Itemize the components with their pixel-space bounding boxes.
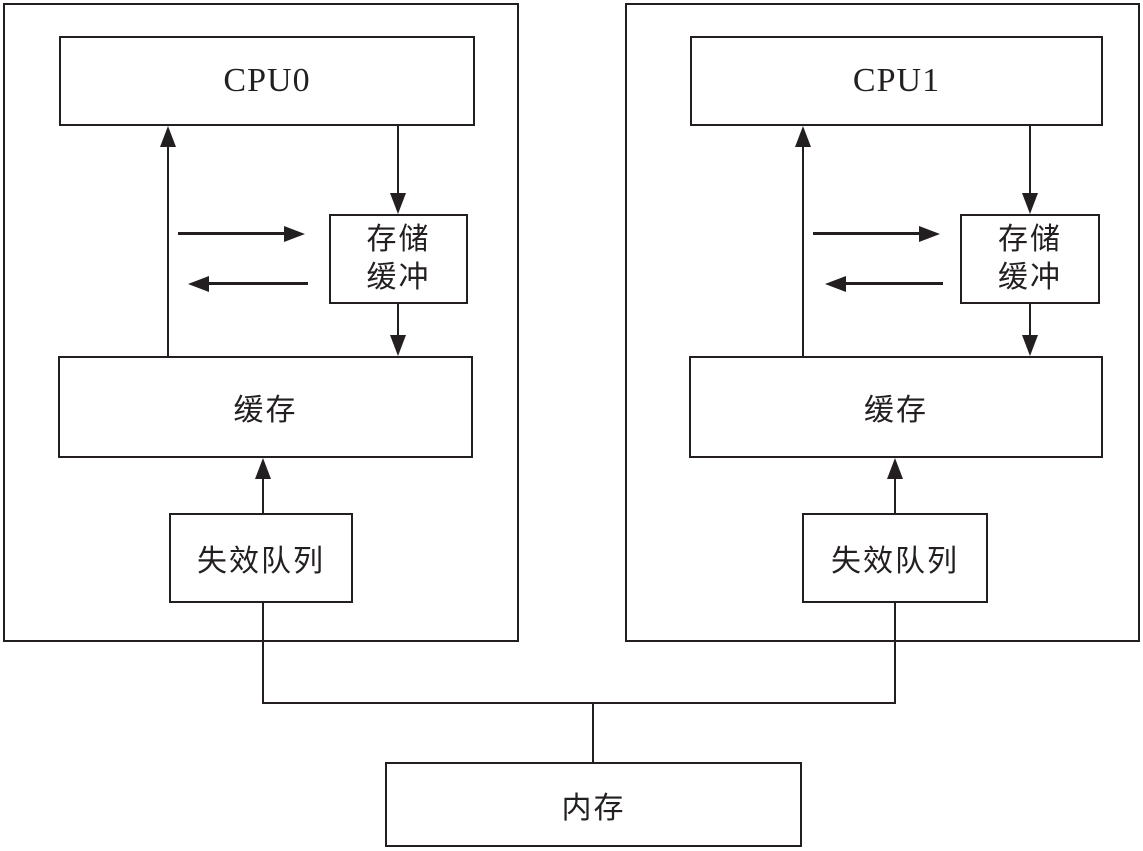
arrow-cache0-to-cpu0-shaft [167,145,169,356]
arrow-to-storebuffer1-head-icon [919,225,940,242]
arrow-storebuffer1-to-cache1-head-icon [1022,335,1038,356]
arrow-invqueue0-to-cache0-shaft [262,477,264,513]
arrow-from-storebuffer1-shaft [845,282,943,285]
arrow-to-storebuffer0-head-icon [284,225,305,242]
bus-line-left [262,603,264,704]
memory-box: 内存 [385,762,802,847]
arrow-to-storebuffer1-shaft [813,232,920,235]
arrow-invqueue1-to-cache1-head-icon [887,458,903,479]
arrow-cache1-to-cpu1-head-icon [795,126,811,147]
cpu0-box: CPU0 [59,36,475,126]
store-buffer0-label-line2: 缓冲 [366,261,431,294]
arrow-from-storebuffer0-shaft [208,282,308,285]
cache1-label: 缓存 [864,394,928,427]
arrow-cache1-to-cpu1-shaft [802,145,804,356]
cache0-box: 缓存 [58,356,473,458]
arrow-storebuffer0-to-cache0-head-icon [390,335,406,356]
arrow-invqueue1-to-cache1-shaft [894,477,896,513]
bus-line-horizontal [262,702,896,704]
arrow-storebuffer0-to-cache0-shaft [397,304,399,338]
arrow-cpu1-to-storebuffer1-shaft [1029,126,1031,198]
arrow-storebuffer1-to-cache1-shaft [1029,304,1031,338]
arrow-cpu1-to-storebuffer1-head-icon [1022,193,1038,214]
bus-line-right [894,603,896,704]
cache0-label: 缓存 [233,394,298,427]
cpu1-label: CPU1 [852,62,941,99]
store-buffer0-label: 存储 缓冲 [367,221,431,297]
invalidate-queue0-label: 失效队列 [197,545,325,578]
store-buffer0-box: 存储 缓冲 [329,214,468,304]
invalidate-queue1-label: 失效队列 [831,545,959,578]
arrow-invqueue0-to-cache0-head-icon [255,458,271,479]
invalidate-queue1-box: 失效队列 [802,513,988,603]
arrow-cpu0-to-storebuffer0-head-icon [390,193,406,214]
arrow-from-storebuffer1-head-icon [825,275,846,292]
store-buffer1-label-line1: 存储 [998,223,1062,256]
cpu1-box: CPU1 [690,36,1103,126]
store-buffer0-label-line1: 存储 [366,223,431,256]
invalidate-queue0-box: 失效队列 [169,513,353,603]
bus-line-to-memory [592,704,594,762]
memory-label: 内存 [561,791,626,825]
store-buffer1-label-line2: 缓冲 [998,261,1062,294]
arrow-to-storebuffer0-shaft [178,232,285,235]
store-buffer1-box: 存储 缓冲 [960,214,1100,304]
cpu0-label: CPU0 [223,62,311,99]
arrow-cache0-to-cpu0-head-icon [160,126,176,147]
arrow-cpu0-to-storebuffer0-shaft [397,126,399,198]
arrow-from-storebuffer0-head-icon [188,275,209,292]
store-buffer1-label: 存储 缓冲 [998,221,1062,297]
cache1-box: 缓存 [689,356,1103,458]
